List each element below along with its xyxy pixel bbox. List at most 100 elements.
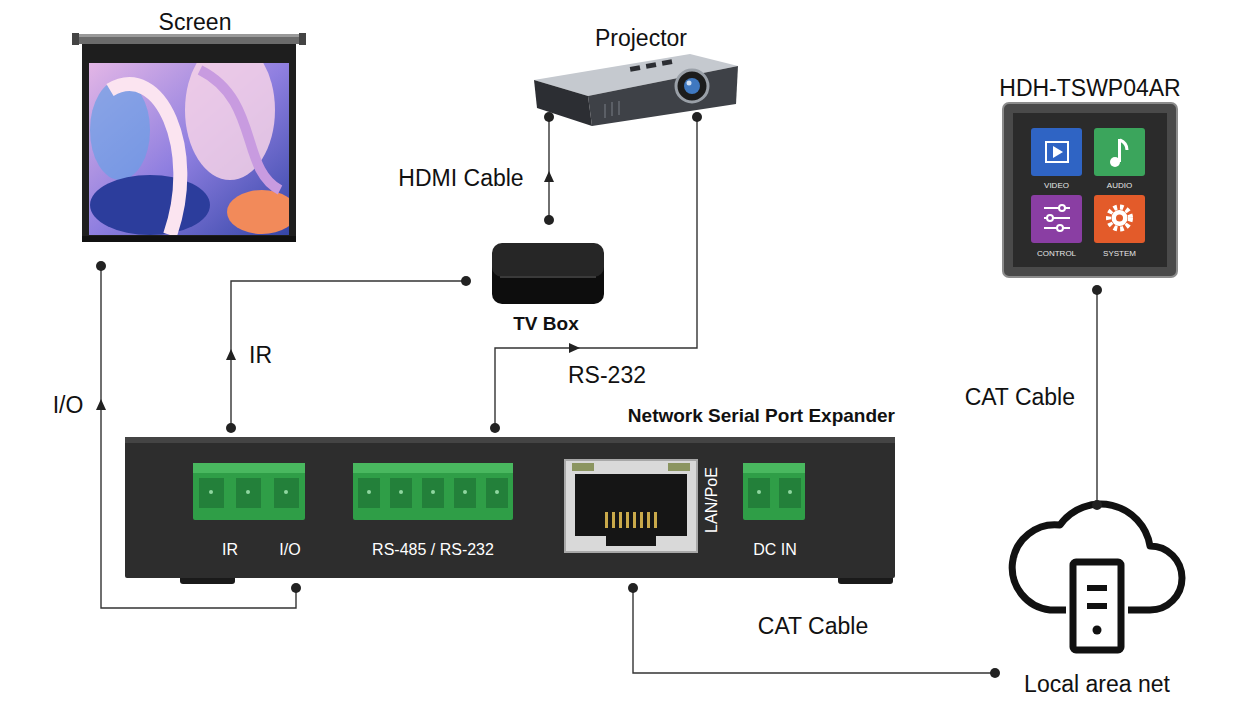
touch-panel-illustration-part	[1003, 103, 1177, 277]
null-part-part	[200, 70, 280, 190]
serial-expander-illustration	[125, 437, 895, 584]
serial-expander-illustration-part	[757, 490, 761, 494]
serial-expander-illustration-part	[495, 490, 499, 494]
serial-expander-illustration-part	[274, 478, 299, 508]
projection-screen-part	[299, 33, 306, 45]
cable-end-dot	[1092, 285, 1102, 295]
serial-expander-illustration-part	[422, 478, 444, 508]
cable-connector	[226, 276, 471, 433]
touch-panel-illustration-part	[1118, 139, 1121, 162]
serial-expander-illustration-part	[486, 478, 508, 508]
projector-illustration-part	[687, 81, 692, 86]
null-part-part	[227, 190, 289, 234]
cable-end-dot	[1092, 500, 1102, 510]
serial-expander-illustration-part	[193, 463, 305, 520]
serial-expander-illustration-part	[572, 463, 594, 471]
node-label: Screen	[159, 11, 232, 34]
tile-label: VIDEO	[1044, 182, 1069, 190]
null-part-part	[90, 175, 210, 235]
node-label: Local area net	[1024, 673, 1170, 696]
null-part-part	[110, 84, 180, 235]
serial-expander-illustration-part	[640, 512, 643, 528]
cable-label: CAT Cable	[756, 615, 870, 638]
serial-expander-node: Network Serial Port Expander	[125, 428, 895, 588]
port-label: RS-485 / RS-232	[372, 542, 494, 558]
tv-box-node: TV Box	[466, 220, 616, 336]
port-label: DC IN	[753, 542, 797, 558]
node-label: Network Serial Port Expander	[628, 406, 895, 425]
serial-expander-illustration-part	[748, 478, 770, 508]
null-part	[89, 63, 289, 235]
cable-connector	[96, 261, 301, 608]
cable-connector	[628, 583, 1000, 678]
tv-box-illustration-part	[492, 243, 604, 277]
serial-expander-illustration-part	[605, 512, 608, 528]
serial-expander-illustration-part	[619, 512, 622, 528]
touch-panel-illustration-part	[1013, 113, 1167, 267]
arrow-head	[96, 399, 106, 410]
serial-expander-illustration-part	[358, 478, 380, 508]
arrow-head	[226, 349, 236, 360]
cable-label: I/O	[51, 394, 86, 417]
touch-panel-illustration-part	[1044, 207, 1070, 209]
projection-screen-part	[76, 34, 302, 37]
serial-expander-illustration-part	[788, 490, 792, 494]
port-label: I/O	[279, 542, 300, 558]
projector-illustration-part	[618, 101, 620, 115]
touch-panel-illustration-part	[1109, 207, 1131, 229]
projector-illustration-part	[662, 59, 673, 66]
tile-label: SYSTEM	[1103, 250, 1136, 258]
serial-expander-illustration-part	[367, 490, 371, 494]
serial-expander-illustration-part	[236, 478, 261, 508]
serial-expander-illustration-part	[193, 463, 305, 473]
serial-expander-illustration-part	[779, 478, 801, 508]
projector-illustration-part	[676, 70, 708, 102]
projector-illustration	[534, 54, 738, 126]
cable-end-dot	[544, 112, 554, 122]
serial-expander-illustration-part	[284, 490, 288, 494]
projection-screen-part	[76, 34, 302, 44]
arrow-head	[569, 343, 580, 353]
touch-panel-illustration	[1003, 103, 1177, 277]
serial-expander-illustration-part	[125, 437, 895, 443]
serial-expander-illustration-part	[209, 490, 213, 494]
touch-panel-node: HDH-TSWP04AR	[1000, 74, 1189, 290]
serial-expander-illustration-part	[668, 463, 690, 471]
arrow-head	[544, 171, 554, 182]
projector-illustration-part	[684, 78, 700, 94]
cable-end-dot	[490, 423, 500, 433]
serial-expander-illustration-part	[454, 478, 476, 508]
touch-panel-illustration-part	[1112, 210, 1128, 226]
node-label: Projector	[595, 27, 687, 50]
cable-line	[1096, 290, 1097, 505]
tv-box-illustration-part	[500, 276, 596, 278]
projector-illustration-part	[611, 102, 613, 116]
serial-expander-illustration-part	[654, 512, 657, 528]
screen-node: Screen	[78, 8, 302, 266]
serial-expander-illustration-part	[626, 512, 629, 528]
touch-panel-illustration-part	[1120, 140, 1127, 150]
node-label: HDH-TSWP04AR	[999, 77, 1180, 100]
cable-end-dot	[461, 276, 471, 286]
serial-expander-illustration-part	[633, 512, 636, 528]
serial-expander-illustration-part	[647, 512, 650, 528]
touch-panel-illustration-part	[1053, 146, 1063, 158]
projector-illustration-part	[534, 80, 592, 126]
touch-panel-illustration-part	[1031, 195, 1082, 243]
cable-line	[495, 117, 697, 428]
port-label: LAN/PoE	[704, 467, 720, 533]
touch-panel-illustration-part	[1094, 128, 1145, 176]
cable-line	[231, 281, 466, 428]
cable-end-dot	[990, 668, 1000, 678]
network-cloud-illustration-part	[1093, 626, 1102, 635]
projection-screen-part	[82, 236, 296, 242]
serial-expander-illustration-part	[743, 463, 805, 520]
serial-expander-illustration-part	[743, 463, 805, 473]
cable-label: CAT Cable	[963, 386, 1077, 409]
serial-expander-illustration-part	[390, 478, 412, 508]
network-cloud-illustration-part	[1073, 562, 1121, 650]
serial-expander-illustration-part	[125, 437, 895, 578]
cable-end-dot	[96, 261, 106, 271]
